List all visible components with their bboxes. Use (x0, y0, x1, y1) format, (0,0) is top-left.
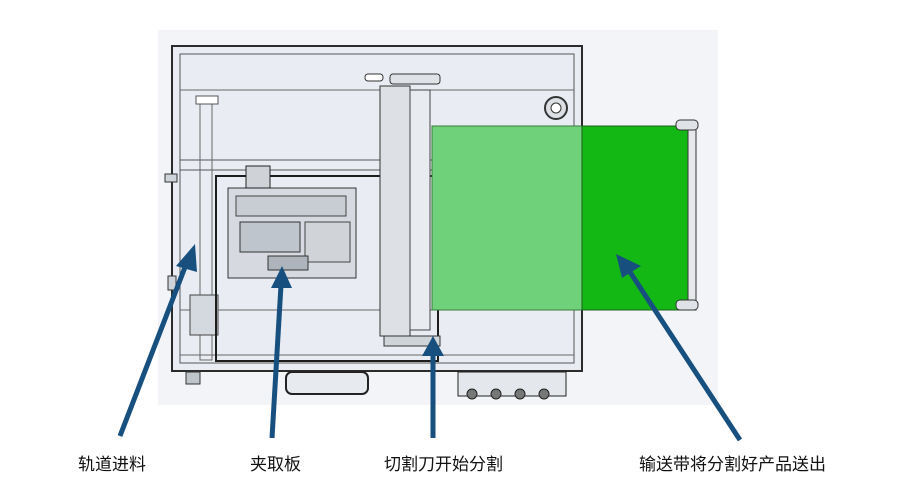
label-rail-feed: 轨道进料 (78, 455, 146, 475)
label-conveyor-out: 输送带将分割好产品送出 (639, 455, 826, 475)
conveyor-belt (431, 119, 699, 311)
arrow-clamp-plate-head (271, 266, 292, 288)
annotation-arrows (117, 244, 743, 442)
label-cutter-start: 切割刀开始分割 (384, 455, 503, 475)
arrow-rail-feed (117, 261, 190, 437)
arrow-cutter-head (422, 336, 444, 356)
arrow-clamp-plate (269, 284, 284, 439)
arrow-rail-feed-head (176, 244, 197, 272)
arrow-conveyor-head (616, 254, 641, 278)
label-clamp-plate: 夹取板 (250, 455, 301, 475)
arrow-conveyor (627, 270, 743, 442)
